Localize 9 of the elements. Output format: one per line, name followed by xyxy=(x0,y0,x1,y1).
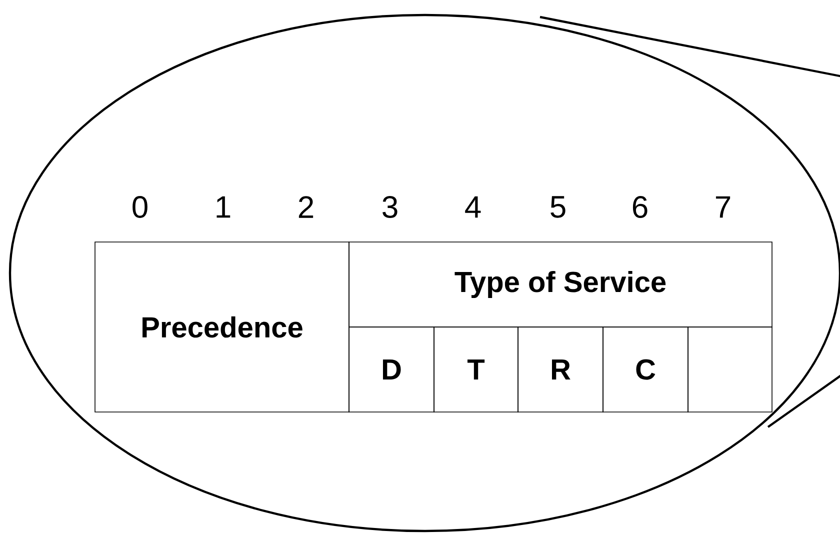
bit-number: 2 xyxy=(298,196,314,218)
bit-number: 3 xyxy=(382,196,398,218)
table-cell: Type of Service xyxy=(348,242,772,328)
table-cell: R xyxy=(518,326,604,412)
table-cell: C xyxy=(602,326,688,412)
table-cell: D xyxy=(348,326,434,412)
table-cell: Precedence xyxy=(94,242,350,412)
table-cell: T xyxy=(434,326,518,412)
empty-cell xyxy=(688,326,772,412)
